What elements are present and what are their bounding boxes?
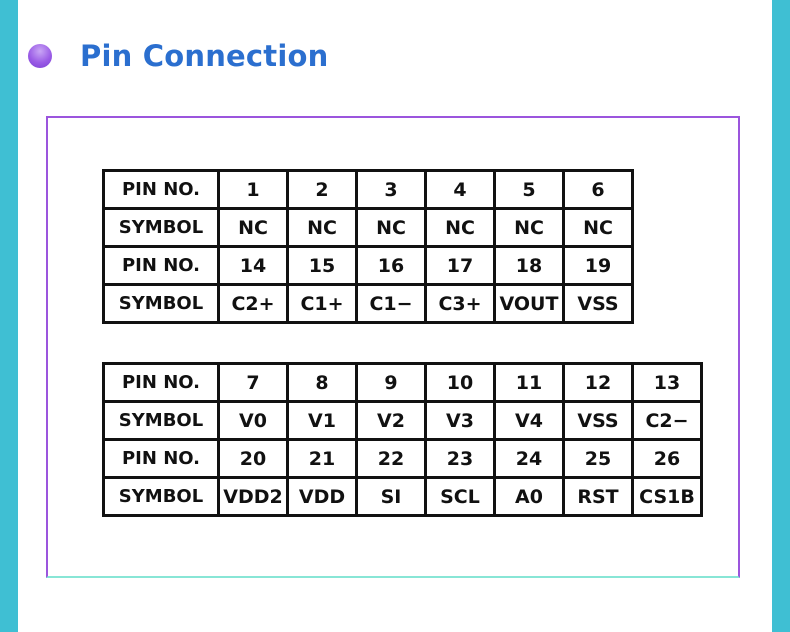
symbol-label: SYMBOL <box>102 400 220 441</box>
symbol-cell: NC <box>286 207 358 248</box>
pin-number-row: PIN NO. 20 21 22 23 24 25 26 <box>102 438 703 479</box>
symbol-cell: V3 <box>424 400 496 441</box>
pin-number-cell: 13 <box>631 362 703 403</box>
pin-number-cell: 14 <box>217 245 289 286</box>
pin-table-a: PIN NO. 1 2 3 4 5 6 SYMBOL NC NC NC NC N… <box>102 169 634 324</box>
symbol-cell: VSS <box>562 283 634 324</box>
pin-number-cell: 9 <box>355 362 427 403</box>
pin-number-cell: 10 <box>424 362 496 403</box>
pin-number-cell: 7 <box>217 362 289 403</box>
section-title: Pin Connection <box>80 39 329 73</box>
pin-number-cell: 22 <box>355 438 427 479</box>
pin-number-cell: 6 <box>562 169 634 210</box>
symbol-cell: C1− <box>355 283 427 324</box>
symbol-label: SYMBOL <box>102 207 220 248</box>
pin-number-row: PIN NO. 7 8 9 10 11 12 13 <box>102 362 703 403</box>
pin-number-cell: 3 <box>355 169 427 210</box>
symbol-cell: V0 <box>217 400 289 441</box>
symbol-label: SYMBOL <box>102 476 220 517</box>
symbol-row: SYMBOL VDD2 VDD SI SCL A0 RST CS1B <box>102 476 703 517</box>
symbol-cell: NC <box>217 207 289 248</box>
symbol-cell: NC <box>355 207 427 248</box>
symbol-row: SYMBOL V0 V1 V2 V3 V4 VSS C2− <box>102 400 703 441</box>
pin-no-label: PIN NO. <box>102 438 220 479</box>
pin-no-label: PIN NO. <box>102 169 220 210</box>
symbol-cell: C1+ <box>286 283 358 324</box>
pin-number-cell: 24 <box>493 438 565 479</box>
symbol-cell: VOUT <box>493 283 565 324</box>
pin-number-cell: 8 <box>286 362 358 403</box>
symbol-cell: SCL <box>424 476 496 517</box>
symbol-cell: C2− <box>631 400 703 441</box>
symbol-cell: C2+ <box>217 283 289 324</box>
section-heading: Pin Connection <box>28 36 328 76</box>
pin-number-cell: 25 <box>562 438 634 479</box>
pin-number-cell: 5 <box>493 169 565 210</box>
pin-number-cell: 23 <box>424 438 496 479</box>
pin-number-cell: 20 <box>217 438 289 479</box>
symbol-cell: V1 <box>286 400 358 441</box>
symbol-cell: VDD <box>286 476 358 517</box>
pin-number-cell: 4 <box>424 169 496 210</box>
pin-diagram-panel: PIN NO. 1 2 3 4 5 6 SYMBOL NC NC NC NC N… <box>46 116 740 578</box>
pin-no-label: PIN NO. <box>102 362 220 403</box>
pin-number-row: PIN NO. 1 2 3 4 5 6 <box>102 169 634 210</box>
pin-no-label: PIN NO. <box>102 245 220 286</box>
pin-number-cell: 18 <box>493 245 565 286</box>
symbol-cell: C3+ <box>424 283 496 324</box>
symbol-cell: V4 <box>493 400 565 441</box>
symbol-cell: RST <box>562 476 634 517</box>
pin-number-cell: 15 <box>286 245 358 286</box>
pin-number-cell: 26 <box>631 438 703 479</box>
symbol-cell: VDD2 <box>217 476 289 517</box>
symbol-cell: A0 <box>493 476 565 517</box>
pin-number-cell: 16 <box>355 245 427 286</box>
symbol-cell: NC <box>562 207 634 248</box>
pin-number-cell: 12 <box>562 362 634 403</box>
symbol-cell: SI <box>355 476 427 517</box>
right-frame-bar <box>772 0 790 632</box>
symbol-cell: VSS <box>562 400 634 441</box>
symbol-cell: CS1B <box>631 476 703 517</box>
symbol-label: SYMBOL <box>102 283 220 324</box>
pin-number-cell: 11 <box>493 362 565 403</box>
pin-number-cell: 1 <box>217 169 289 210</box>
symbol-cell: NC <box>424 207 496 248</box>
pin-number-row: PIN NO. 14 15 16 17 18 19 <box>102 245 634 286</box>
symbol-row: SYMBOL C2+ C1+ C1− C3+ VOUT VSS <box>102 283 634 324</box>
symbol-cell: V2 <box>355 400 427 441</box>
symbol-row: SYMBOL NC NC NC NC NC NC <box>102 207 634 248</box>
pin-number-cell: 17 <box>424 245 496 286</box>
pin-number-cell: 21 <box>286 438 358 479</box>
symbol-cell: NC <box>493 207 565 248</box>
bullet-dot-icon <box>28 44 52 68</box>
left-frame-bar <box>0 0 18 632</box>
pin-number-cell: 2 <box>286 169 358 210</box>
pin-number-cell: 19 <box>562 245 634 286</box>
pin-table-b: PIN NO. 7 8 9 10 11 12 13 SYMBOL V0 V1 V… <box>102 362 703 517</box>
